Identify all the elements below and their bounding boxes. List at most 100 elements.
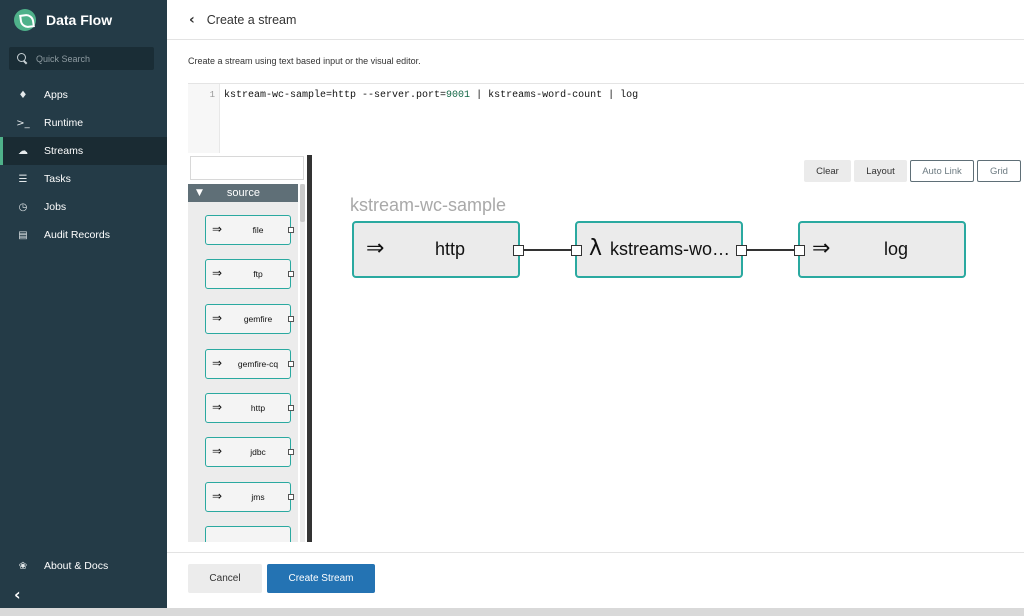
output-port[interactable]: [288, 361, 294, 367]
palette-body: ⇒ file ⇒ ftp ⇒ gemfire ⇒ gemfire-cq ⇒ ht…: [188, 202, 298, 542]
dsl-prefix: kstream-wc-sample=http --server.port=: [224, 90, 447, 101]
window-bottom-edge: [0, 608, 1024, 616]
terminal-icon: >_: [16, 117, 30, 129]
tasks-icon: ☰: [18, 173, 28, 185]
output-port[interactable]: [736, 245, 747, 256]
source-arrow-icon: ⇒: [366, 236, 385, 261]
source-arrow-icon: ⇒: [212, 400, 223, 414]
link-http-to-processor[interactable]: [524, 249, 575, 251]
palette-scrollbar-thumb[interactable]: [300, 184, 305, 222]
palette-item-label: ftp: [253, 269, 263, 279]
cancel-button[interactable]: Cancel: [188, 564, 262, 593]
palette-group-source[interactable]: ▼ source: [188, 184, 298, 202]
about-docs-label: About & Docs: [44, 560, 109, 572]
brand[interactable]: Data Flow: [14, 8, 112, 32]
about-docs-link[interactable]: ❀ About & Docs: [0, 554, 167, 578]
source-arrow-icon: ⇒: [212, 356, 223, 370]
dsl-text[interactable]: kstream-wc-sample=http --server.port=900…: [224, 90, 638, 101]
source-arrow-icon: ⇒: [212, 222, 223, 236]
palette-item-ftp[interactable]: ⇒ ftp: [205, 259, 294, 289]
palette-item-label: jms: [251, 492, 265, 502]
app-title: Data Flow: [46, 12, 113, 28]
quick-search-input[interactable]: [36, 53, 146, 64]
lambda-icon: λ: [589, 236, 603, 261]
sink-arrow-icon: ⇒: [812, 236, 831, 261]
node-http[interactable]: ⇒ http: [352, 221, 524, 278]
sidebar-item-label: Apps: [44, 89, 68, 101]
sidebar-item-jobs[interactable]: ◷ Jobs: [0, 193, 167, 221]
output-port[interactable]: [288, 494, 294, 500]
dsl-port: 9001: [446, 90, 471, 101]
sidebar-item-runtime[interactable]: >_ Runtime: [0, 109, 167, 137]
node-kstreams-word-count[interactable]: λ kstreams-wo…: [571, 221, 747, 278]
input-port[interactable]: [794, 245, 805, 256]
grid-toggle[interactable]: Grid: [977, 160, 1021, 182]
sidebar-item-streams[interactable]: ☁ Streams: [0, 137, 167, 165]
node-label: kstreams-wo…: [609, 239, 730, 259]
sidebar-item-label: Streams: [44, 145, 84, 157]
editor-gutter: 1: [188, 84, 220, 153]
layout-button[interactable]: Layout: [854, 160, 907, 182]
output-port[interactable]: [288, 227, 294, 233]
palette-canvas-splitter[interactable]: [307, 155, 312, 542]
sidebar-item-label: Runtime: [44, 117, 84, 129]
palette-item-http[interactable]: ⇒ http: [205, 393, 294, 423]
sidebar-item-tasks[interactable]: ☰ Tasks: [0, 165, 167, 193]
audit-icon: ▤: [18, 229, 28, 241]
line-number: 1: [209, 90, 215, 100]
output-port[interactable]: [513, 245, 524, 256]
sidebar-item-label: Tasks: [44, 173, 71, 185]
search-icon: [17, 53, 28, 64]
palette-item-file[interactable]: ⇒ file: [205, 215, 294, 245]
source-arrow-icon: ⇒: [212, 489, 223, 503]
node-label: http: [434, 239, 466, 259]
source-arrow-icon: ⇒: [212, 266, 223, 280]
output-port[interactable]: [288, 449, 294, 455]
page-header: ‹ Create a stream: [167, 0, 1024, 40]
palette-item-partial[interactable]: [205, 526, 291, 542]
palette-item-label: gemfire-cq: [237, 359, 279, 369]
palette-item-jdbc[interactable]: ⇒ jdbc: [205, 437, 294, 467]
palette-item-label: http: [250, 403, 266, 413]
sidebar-item-label: Audit Records: [44, 229, 110, 241]
auto-link-toggle[interactable]: Auto Link: [910, 160, 974, 182]
node-log[interactable]: ⇒ log: [794, 221, 966, 278]
clock-icon: ◷: [18, 201, 28, 213]
source-arrow-icon: ⇒: [212, 311, 223, 325]
link-processor-to-log[interactable]: [747, 249, 798, 251]
clear-button[interactable]: Clear: [804, 160, 851, 182]
flow-canvas[interactable]: Clear Layout Auto Link Grid kstream-wc-s…: [312, 155, 1024, 542]
palette-item-jms[interactable]: ⇒ jms: [205, 482, 294, 512]
dsl-suffix: | kstreams-word-count | log: [470, 90, 639, 101]
collapse-sidebar-chevron-icon[interactable]: ‹: [14, 585, 21, 604]
spring-leaf-logo-icon: [14, 9, 36, 31]
palette-item-gemfire[interactable]: ⇒ gemfire: [205, 304, 294, 334]
collapse-triangle-icon: ▼: [196, 188, 203, 198]
palette-item-label: gemfire: [243, 314, 273, 324]
create-stream-button[interactable]: Create Stream: [267, 564, 375, 593]
form-footer: Cancel Create Stream: [167, 552, 1024, 608]
node-label: log: [883, 239, 909, 259]
sidebar: Data Flow ♦ Apps >_ Runtime ☁ Streams ☰ …: [0, 0, 167, 616]
palette-group-label: source: [226, 187, 260, 199]
sidebar-item-label: Jobs: [44, 201, 67, 213]
input-port[interactable]: [571, 245, 582, 256]
output-port[interactable]: [288, 316, 294, 322]
leaf-icon: ❀: [18, 560, 28, 572]
palette-scrollbar[interactable]: [300, 184, 305, 542]
palette-item-label: jdbc: [250, 447, 266, 457]
output-port[interactable]: [288, 271, 294, 277]
palette-filter-input[interactable]: [190, 156, 304, 180]
palette-item-label: file: [252, 225, 264, 235]
app-palette: ▼ source ⇒ file ⇒ ftp ⇒ gemfire ⇒ gemfir…: [188, 155, 306, 542]
palette-item-gemfire-cq[interactable]: ⇒ gemfire-cq: [205, 349, 294, 379]
dsl-editor[interactable]: 1 kstream-wc-sample=http --server.port=9…: [188, 83, 1024, 153]
sidebar-item-audit-records[interactable]: ▤ Audit Records: [0, 221, 167, 249]
output-port[interactable]: [288, 405, 294, 411]
sidebar-item-apps[interactable]: ♦ Apps: [0, 81, 167, 109]
cloud-icon: ☁: [18, 145, 28, 157]
back-chevron-icon[interactable]: ‹: [189, 11, 195, 28]
quick-search[interactable]: [9, 47, 154, 70]
page-description: Create a stream using text based input o…: [188, 56, 421, 66]
tag-icon: ♦: [18, 89, 28, 101]
